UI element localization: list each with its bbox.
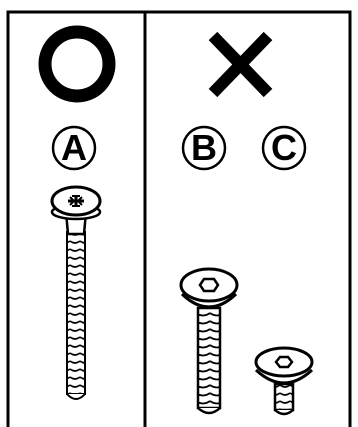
label-c: C: [262, 126, 306, 170]
label-a: A: [52, 126, 96, 170]
short-hex-socket-screw-icon: [256, 348, 312, 414]
circle-correct-mark: [45, 32, 109, 96]
long-phillips-screw-icon: [52, 187, 100, 399]
hex-socket-screw-icon: [181, 269, 237, 413]
cross-incorrect-mark: [213, 36, 268, 93]
label-b: B: [182, 126, 226, 170]
